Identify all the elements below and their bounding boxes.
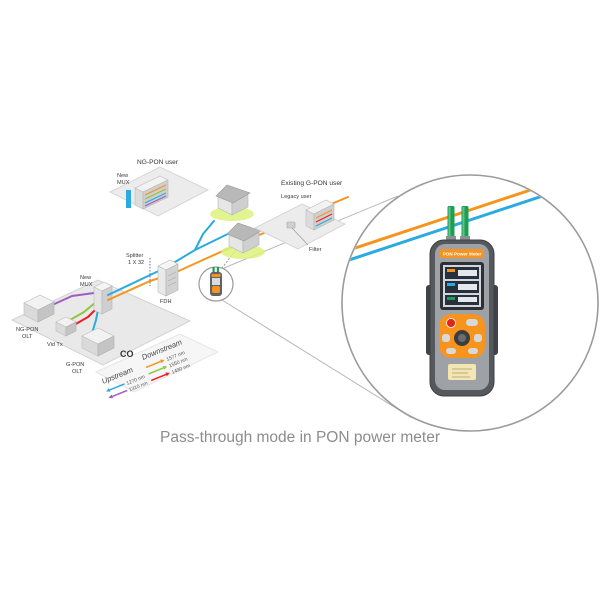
splitter-label-line2: 1 X 32	[128, 260, 144, 266]
mini-meter-keypad	[212, 286, 220, 293]
meter-sticker	[448, 364, 476, 380]
downstream-line-2	[148, 367, 164, 375]
left-button	[442, 334, 450, 342]
mini-connector-left	[212, 267, 215, 273]
user-rack-cable-orange	[144, 184, 167, 196]
screen-row-1-tag	[447, 269, 455, 272]
bottom-right-button	[468, 348, 478, 354]
ng-pon-olt-side	[37, 301, 55, 323]
connector-right-highlight	[462, 207, 465, 237]
mini-meter-label	[211, 274, 221, 277]
house-g-pon	[221, 222, 265, 259]
downstream-arrow-1	[160, 359, 165, 364]
house-ng-pon	[210, 184, 254, 221]
fdh-front	[157, 265, 167, 297]
user-rack-front	[134, 187, 144, 210]
existing-g-pon-user-site: Existing G-PON user Legacy user Filter	[253, 180, 347, 253]
right-button	[474, 334, 482, 342]
user-new-mux-label-line1: New	[117, 173, 129, 179]
menu-button	[466, 319, 478, 326]
upstream-line-1	[109, 383, 125, 391]
screen-row-1-value	[458, 270, 477, 276]
user-rack-cable-purple	[144, 195, 167, 207]
figure-caption: Pass-through mode in PON power meter	[160, 429, 440, 446]
screen-row-2-value	[458, 284, 477, 290]
ng-pon-olt-rack	[23, 294, 55, 323]
co-new-mux-label-line2: MUX	[80, 282, 93, 288]
ng-pon-olt-label-line2: OLT	[22, 334, 33, 340]
upstream-arrow-2	[108, 394, 114, 399]
fdh-hatch-1	[167, 271, 177, 277]
zoom-cone-bottom-line	[221, 299, 413, 419]
g-pon-olt-side	[97, 335, 115, 357]
ng-pon-olt-label-line1: NG-PON	[16, 327, 38, 333]
screen-row-3-tag	[447, 297, 455, 300]
legacy-user-label: Legacy user	[281, 194, 312, 200]
meter-zoom-view: PON Power Meter	[341, 174, 599, 432]
fdh-cabinet: FDH	[157, 259, 179, 305]
g-pon-olt-label-line2: OLT	[72, 369, 83, 375]
legacy-rack-side	[313, 203, 335, 231]
power-button	[446, 318, 456, 328]
fdh-side	[165, 263, 179, 297]
user-mux-blue-panel	[126, 190, 131, 208]
upstream-line-2	[112, 389, 128, 398]
co-new-mux-label-line1: New	[80, 275, 92, 281]
splitter-label-line1: Splitter	[126, 253, 144, 259]
fdh-hatch-2	[167, 276, 177, 282]
co-new-mux	[93, 281, 113, 315]
meter-connector-right	[460, 206, 470, 244]
screen-row-3-value	[458, 297, 477, 302]
upstream-arrow-1	[105, 388, 111, 392]
vid-tx-side	[65, 321, 77, 337]
existing-g-pon-user-label: Existing G-PON user	[281, 180, 343, 187]
user-rack-cable-blue	[144, 192, 167, 204]
co-fiber-green	[69, 301, 97, 321]
downstream-arrow-3	[165, 372, 170, 377]
legacy-rack-cable-red	[315, 213, 333, 223]
co-label: CO	[120, 349, 134, 359]
screen-row-2-tag	[447, 283, 455, 286]
g-pon-olt-rack	[81, 327, 115, 357]
splitter: Splitter 1 X 32	[126, 253, 151, 286]
filter-body	[286, 221, 296, 229]
central-office: NG-PON OLT New MUX Vid Tx G-PON OLT CO	[10, 275, 220, 393]
co-fiber-purple	[49, 292, 95, 307]
co-floor	[10, 279, 192, 366]
downstream-arrow-2	[162, 366, 168, 370]
meter-callout-small	[198, 266, 234, 302]
user-rack-cable-green	[144, 188, 167, 200]
user-new-mux-label-line2: MUX	[117, 180, 130, 186]
ng-pon-user-site: NG-PON user New MUX	[108, 159, 210, 217]
co-mux-front	[93, 286, 103, 315]
connector-left-highlight	[448, 207, 451, 237]
legacy-rack-cable-blue	[315, 217, 333, 227]
filter-component	[286, 221, 309, 246]
g-pon-olt-label-line1: G-PON	[66, 362, 84, 368]
house-roof	[215, 184, 251, 204]
downstream-line-1	[145, 360, 162, 369]
downstream-line-3	[150, 373, 167, 382]
vid-tx-label: Vid Tx	[47, 342, 63, 348]
meter-label-band	[440, 249, 484, 258]
ng-pon-user-label: NG-PON user	[137, 159, 179, 166]
mini-meter-screen	[212, 278, 220, 285]
pon-power-meter: PON Power Meter	[426, 239, 498, 397]
filter-label: Filter	[309, 247, 322, 253]
ng-pon-user-rack	[134, 175, 169, 210]
fdh-label: FDH	[160, 299, 172, 305]
filter-pointer	[291, 227, 309, 246]
meter-connector-left	[446, 206, 456, 244]
meter-label: PON Power Meter	[443, 252, 482, 257]
mini-connector-right	[216, 267, 219, 273]
legacy-rack-cable-orange	[315, 209, 333, 219]
legacy-user-rack	[305, 199, 335, 231]
fdh-hatch-3	[167, 281, 177, 287]
bottom-left-button	[446, 348, 456, 354]
vid-tx-box	[55, 316, 77, 337]
dpad-center	[458, 334, 466, 342]
fiber-blue-branch	[194, 220, 215, 251]
